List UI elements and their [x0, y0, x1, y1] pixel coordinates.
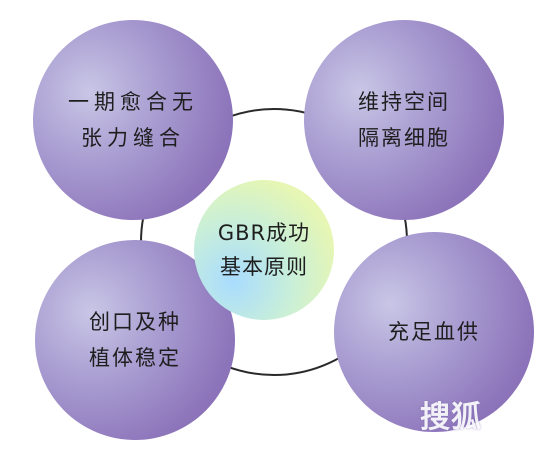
- node-label-line2: 隔离细胞: [358, 126, 450, 150]
- node-space-maintenance: 维持空间 隔离细胞: [304, 20, 504, 220]
- node-label-line2: 植体稳定: [89, 346, 181, 370]
- center-label-line1: GBR成功: [217, 221, 311, 245]
- center-label-line2: 基本原则: [220, 255, 308, 279]
- node-label-line2: 张力缝合: [81, 126, 185, 150]
- node-label-line1: 充足血供: [388, 320, 480, 344]
- node-label-line1: 一期愈合无: [68, 90, 198, 114]
- node-label-line1: 维持空间: [358, 90, 450, 114]
- watermark-logo: 搜狐: [420, 400, 482, 435]
- node-primary-closure: 一期愈合无 张力缝合: [33, 20, 233, 220]
- node-label-line1: 创口及种: [89, 310, 181, 334]
- node-blood-supply: 充足血供: [334, 232, 534, 432]
- center-node: GBR成功 基本原则: [194, 180, 334, 320]
